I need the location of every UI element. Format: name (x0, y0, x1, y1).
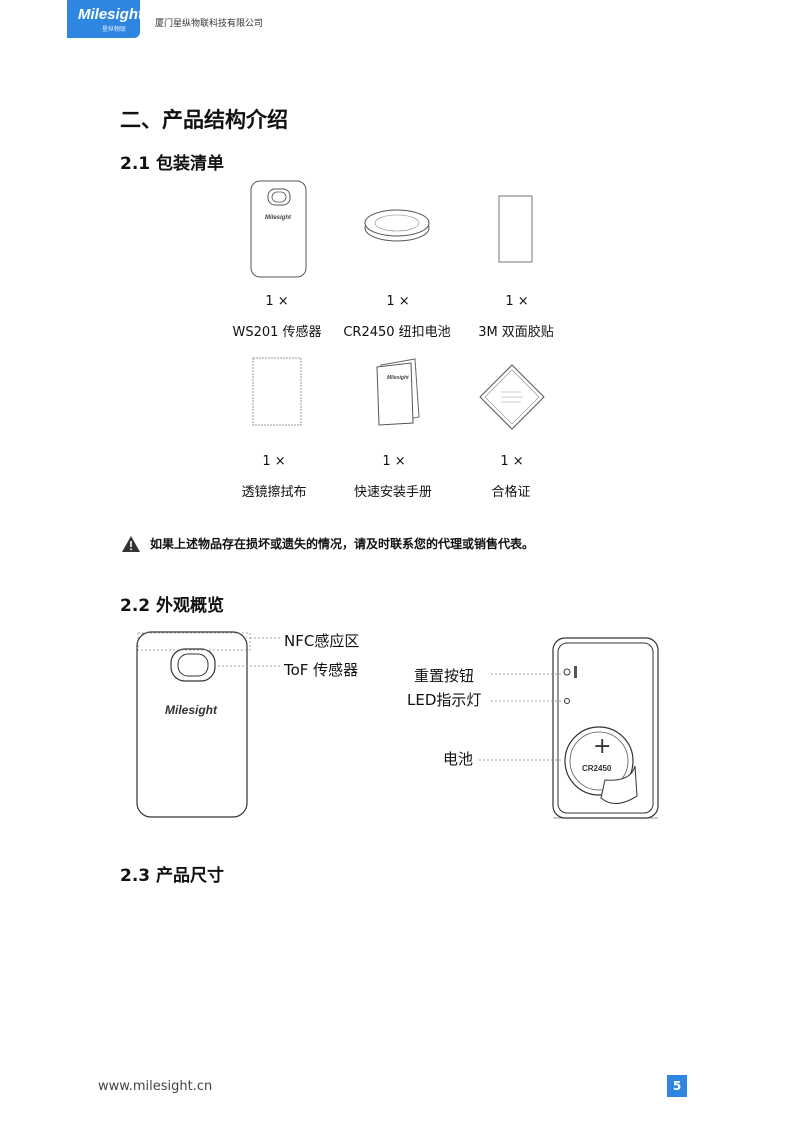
page-number: 5 (667, 1075, 687, 1097)
battery-marking: CR2450 (582, 764, 612, 773)
item-qty: 1 × (500, 454, 524, 469)
device-back-illustration: + CR2450 (552, 637, 659, 819)
warning-text: 如果上述物品存在损坏或遗失的情况，请及时联系您的代理或销售代表。 (150, 537, 535, 551)
item-label: 透镜擦拭布 (241, 485, 307, 500)
callout-reset: 重置按钮 (414, 667, 475, 685)
item-qty: 1 × (262, 454, 286, 469)
logo-subtext: 星纵物联 (102, 26, 127, 33)
callout-battery: 电池 (443, 750, 474, 768)
cleaning-cloth-illustration (252, 357, 302, 426)
item-label: WS201 传感器 (232, 325, 322, 340)
svg-text:Milesight: Milesight (265, 215, 292, 221)
quick-guide-illustration: Milesight (376, 358, 420, 426)
item-label: 合格证 (491, 485, 531, 500)
dimensions-title: 2.3 产品尺寸 (120, 866, 225, 886)
battery-plus-icon: + (593, 734, 611, 759)
logo-text: Milesight (78, 6, 144, 23)
item-qty: 1 × (505, 294, 529, 309)
item-label: CR2450 纽扣电池 (343, 325, 451, 340)
svg-text:Milesight: Milesight (387, 375, 409, 381)
footer-url[interactable]: www.milesight.cn (98, 1079, 213, 1094)
item-qty: 1 × (382, 454, 406, 469)
company-name: 厦门星纵物联科技有限公司 (155, 19, 264, 29)
item-qty: 1 × (386, 294, 410, 309)
item-qty: 1 × (265, 294, 289, 309)
overview-title: 2.2 外观概览 (120, 596, 225, 616)
warning-icon (122, 536, 140, 552)
coin-battery-illustration (364, 209, 430, 242)
callout-led: LED指示灯 (407, 691, 482, 709)
item-label: 快速安装手册 (353, 485, 432, 500)
callout-tof: ToF 传感器 (284, 661, 359, 679)
adhesive-tape-illustration (498, 195, 533, 263)
packing-list-title: 2.1 包装清单 (120, 154, 225, 174)
section-title: 二、产品结构介绍 (120, 108, 288, 132)
callout-nfc: NFC感应区 (284, 632, 360, 650)
device-front-illustration: Milesight (136, 631, 280, 818)
certificate-illustration (479, 364, 545, 430)
header-logo (67, 0, 140, 38)
item-label: 3M 双面胶贴 (478, 325, 554, 340)
back-callout-lines (479, 673, 563, 761)
device-logo: Milesight (165, 703, 218, 717)
sensor-illustration: Milesight (250, 180, 307, 278)
